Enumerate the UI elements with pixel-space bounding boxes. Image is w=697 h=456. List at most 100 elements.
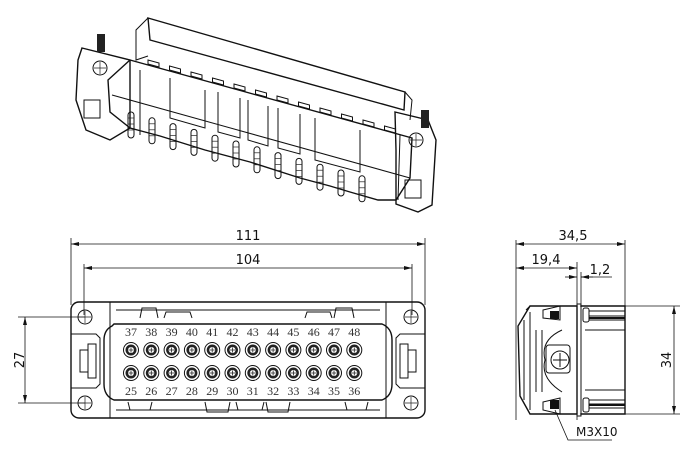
pin-row-bottom (123, 365, 363, 381)
pin-contact-icon (285, 342, 302, 358)
iso-left-screw-icon (92, 60, 108, 76)
pin-label: 44 (267, 325, 279, 339)
pin-label: 39 (166, 325, 178, 339)
pin-label: 37 (125, 325, 137, 339)
pin-label: 40 (186, 325, 198, 339)
pin-label: 27 (166, 384, 178, 398)
side-insert-body (581, 305, 626, 415)
pin-label: 48 (348, 325, 360, 339)
side-center-screw-icon (550, 350, 570, 370)
iso-top-plate (147, 17, 406, 111)
iso-pin-row (127, 111, 366, 203)
mount-screw-bottom-left-icon (77, 395, 93, 411)
pin-contact-icon (183, 342, 200, 358)
pin-label: 43 (247, 325, 259, 339)
pin-contact-icon (346, 365, 363, 381)
iso-pin (148, 117, 156, 145)
mount-screw-top-right-icon (403, 309, 419, 325)
dim-overall-depth: 34,5 (559, 229, 588, 244)
iso-slot (212, 77, 224, 86)
pin-contact-icon (244, 342, 261, 358)
pin-contact-icon (265, 365, 282, 381)
iso-slot (190, 71, 203, 80)
pin-contact-icon (163, 365, 180, 381)
pin-label: 26 (145, 384, 157, 398)
iso-pin (274, 152, 282, 180)
iso-pin (253, 146, 261, 174)
pin-label: 28 (186, 384, 198, 398)
side-view: 34,5 19,4 1,2 34 (515, 229, 680, 441)
pin-label: 33 (287, 384, 299, 398)
front-outer-frame (70, 301, 426, 419)
pin-labels-bottom: 25 26 27 28 29 30 31 32 33 34 35 36 (125, 384, 360, 398)
pin-label: 31 (247, 384, 259, 398)
front-insert-body (103, 323, 393, 401)
dim-hole-spacing: 104 (236, 253, 261, 268)
pin-label: 47 (328, 325, 340, 339)
dim-flange-thickness: 1,2 (590, 263, 611, 278)
iso-pin (232, 140, 240, 168)
pin-label: 42 (227, 325, 239, 339)
pin-contact-icon (123, 342, 139, 358)
iso-pin (190, 128, 198, 156)
pin-labels-top: 37 38 39 40 41 42 43 44 45 46 47 48 (125, 325, 360, 339)
iso-right-stud (421, 110, 429, 128)
iso-slot (255, 89, 267, 98)
iso-pin (211, 134, 219, 162)
pin-row-top (123, 342, 363, 358)
pin-contact-icon (265, 342, 282, 358)
pin-contact-icon (123, 365, 139, 381)
iso-pin (337, 169, 345, 197)
pin-label: 29 (206, 384, 218, 398)
pin-contact-icon (183, 365, 200, 381)
pin-contact-icon (204, 365, 221, 381)
pin-contact-icon (143, 342, 160, 358)
front-view: 111 104 27 (13, 229, 426, 419)
iso-pin (169, 123, 177, 151)
side-housing (517, 305, 578, 415)
iso-left-stud (97, 34, 105, 52)
dim-side-height: 34 (660, 352, 675, 369)
screw-callout-label: M3X10 (576, 425, 617, 439)
pin-contact-icon (326, 365, 342, 381)
pin-contact-icon (224, 365, 241, 381)
pin-contact-icon (143, 365, 160, 381)
pin-label: 25 (125, 384, 137, 398)
pin-label: 30 (227, 384, 239, 398)
iso-pin (316, 163, 324, 191)
pin-label: 45 (287, 325, 299, 339)
iso-slot (147, 59, 160, 68)
iso-pin (358, 175, 366, 203)
screw-callout-leader (554, 409, 612, 441)
iso-left-flange (75, 47, 131, 141)
pin-label: 32 (267, 384, 279, 398)
pin-label: 34 (308, 384, 320, 398)
dim-height: 27 (13, 352, 28, 369)
pin-label: 41 (206, 325, 218, 339)
iso-pin (127, 111, 135, 139)
iso-right-flange (394, 111, 437, 213)
iso-right-screw-icon (408, 132, 424, 148)
dim-flange-depth: 19,4 (532, 253, 561, 268)
iso-pin (295, 157, 303, 185)
pin-contact-icon (224, 342, 241, 358)
iso-slot (233, 83, 246, 92)
pin-contact-icon (285, 365, 302, 381)
pin-contact-icon (204, 342, 221, 358)
mount-screw-top-left-icon (77, 309, 93, 325)
pin-label: 36 (348, 384, 360, 398)
iso-slot (169, 65, 181, 74)
pin-contact-icon (326, 342, 342, 358)
pin-contact-icon (305, 365, 322, 381)
pin-contact-icon (305, 342, 322, 358)
dim-overall-width: 111 (236, 229, 261, 244)
pin-contact-icon (163, 342, 180, 358)
pin-contact-icon (346, 342, 363, 358)
pin-label: 38 (145, 325, 157, 339)
pin-label: 35 (328, 384, 340, 398)
pin-label: 46 (308, 325, 320, 339)
side-stud-top (550, 311, 559, 319)
pin-contact-icon (244, 365, 261, 381)
isometric-view (75, 17, 437, 213)
